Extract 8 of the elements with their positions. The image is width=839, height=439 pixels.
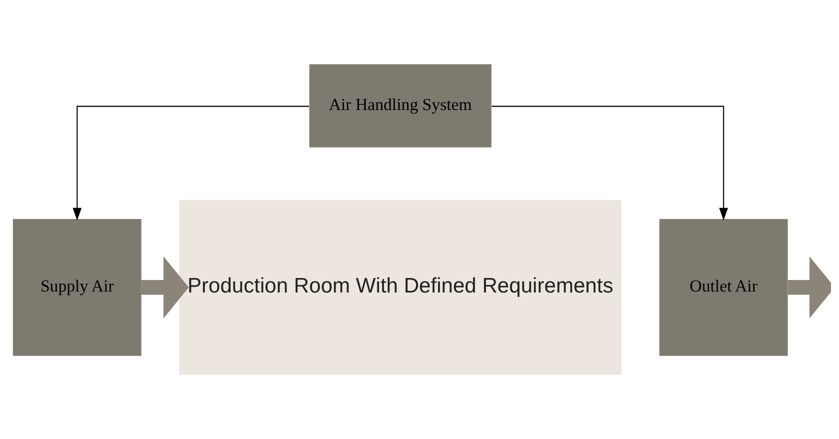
arrow xyxy=(141,256,189,318)
node-box: Outlet Air xyxy=(659,218,788,356)
arrow xyxy=(492,106,728,221)
node-box: Air Handling System xyxy=(309,64,492,148)
arrow xyxy=(788,256,831,318)
node-box: Production Room With Defined Requirements xyxy=(179,200,622,375)
arrow xyxy=(72,106,310,221)
node-box: Supply Air xyxy=(12,218,142,356)
